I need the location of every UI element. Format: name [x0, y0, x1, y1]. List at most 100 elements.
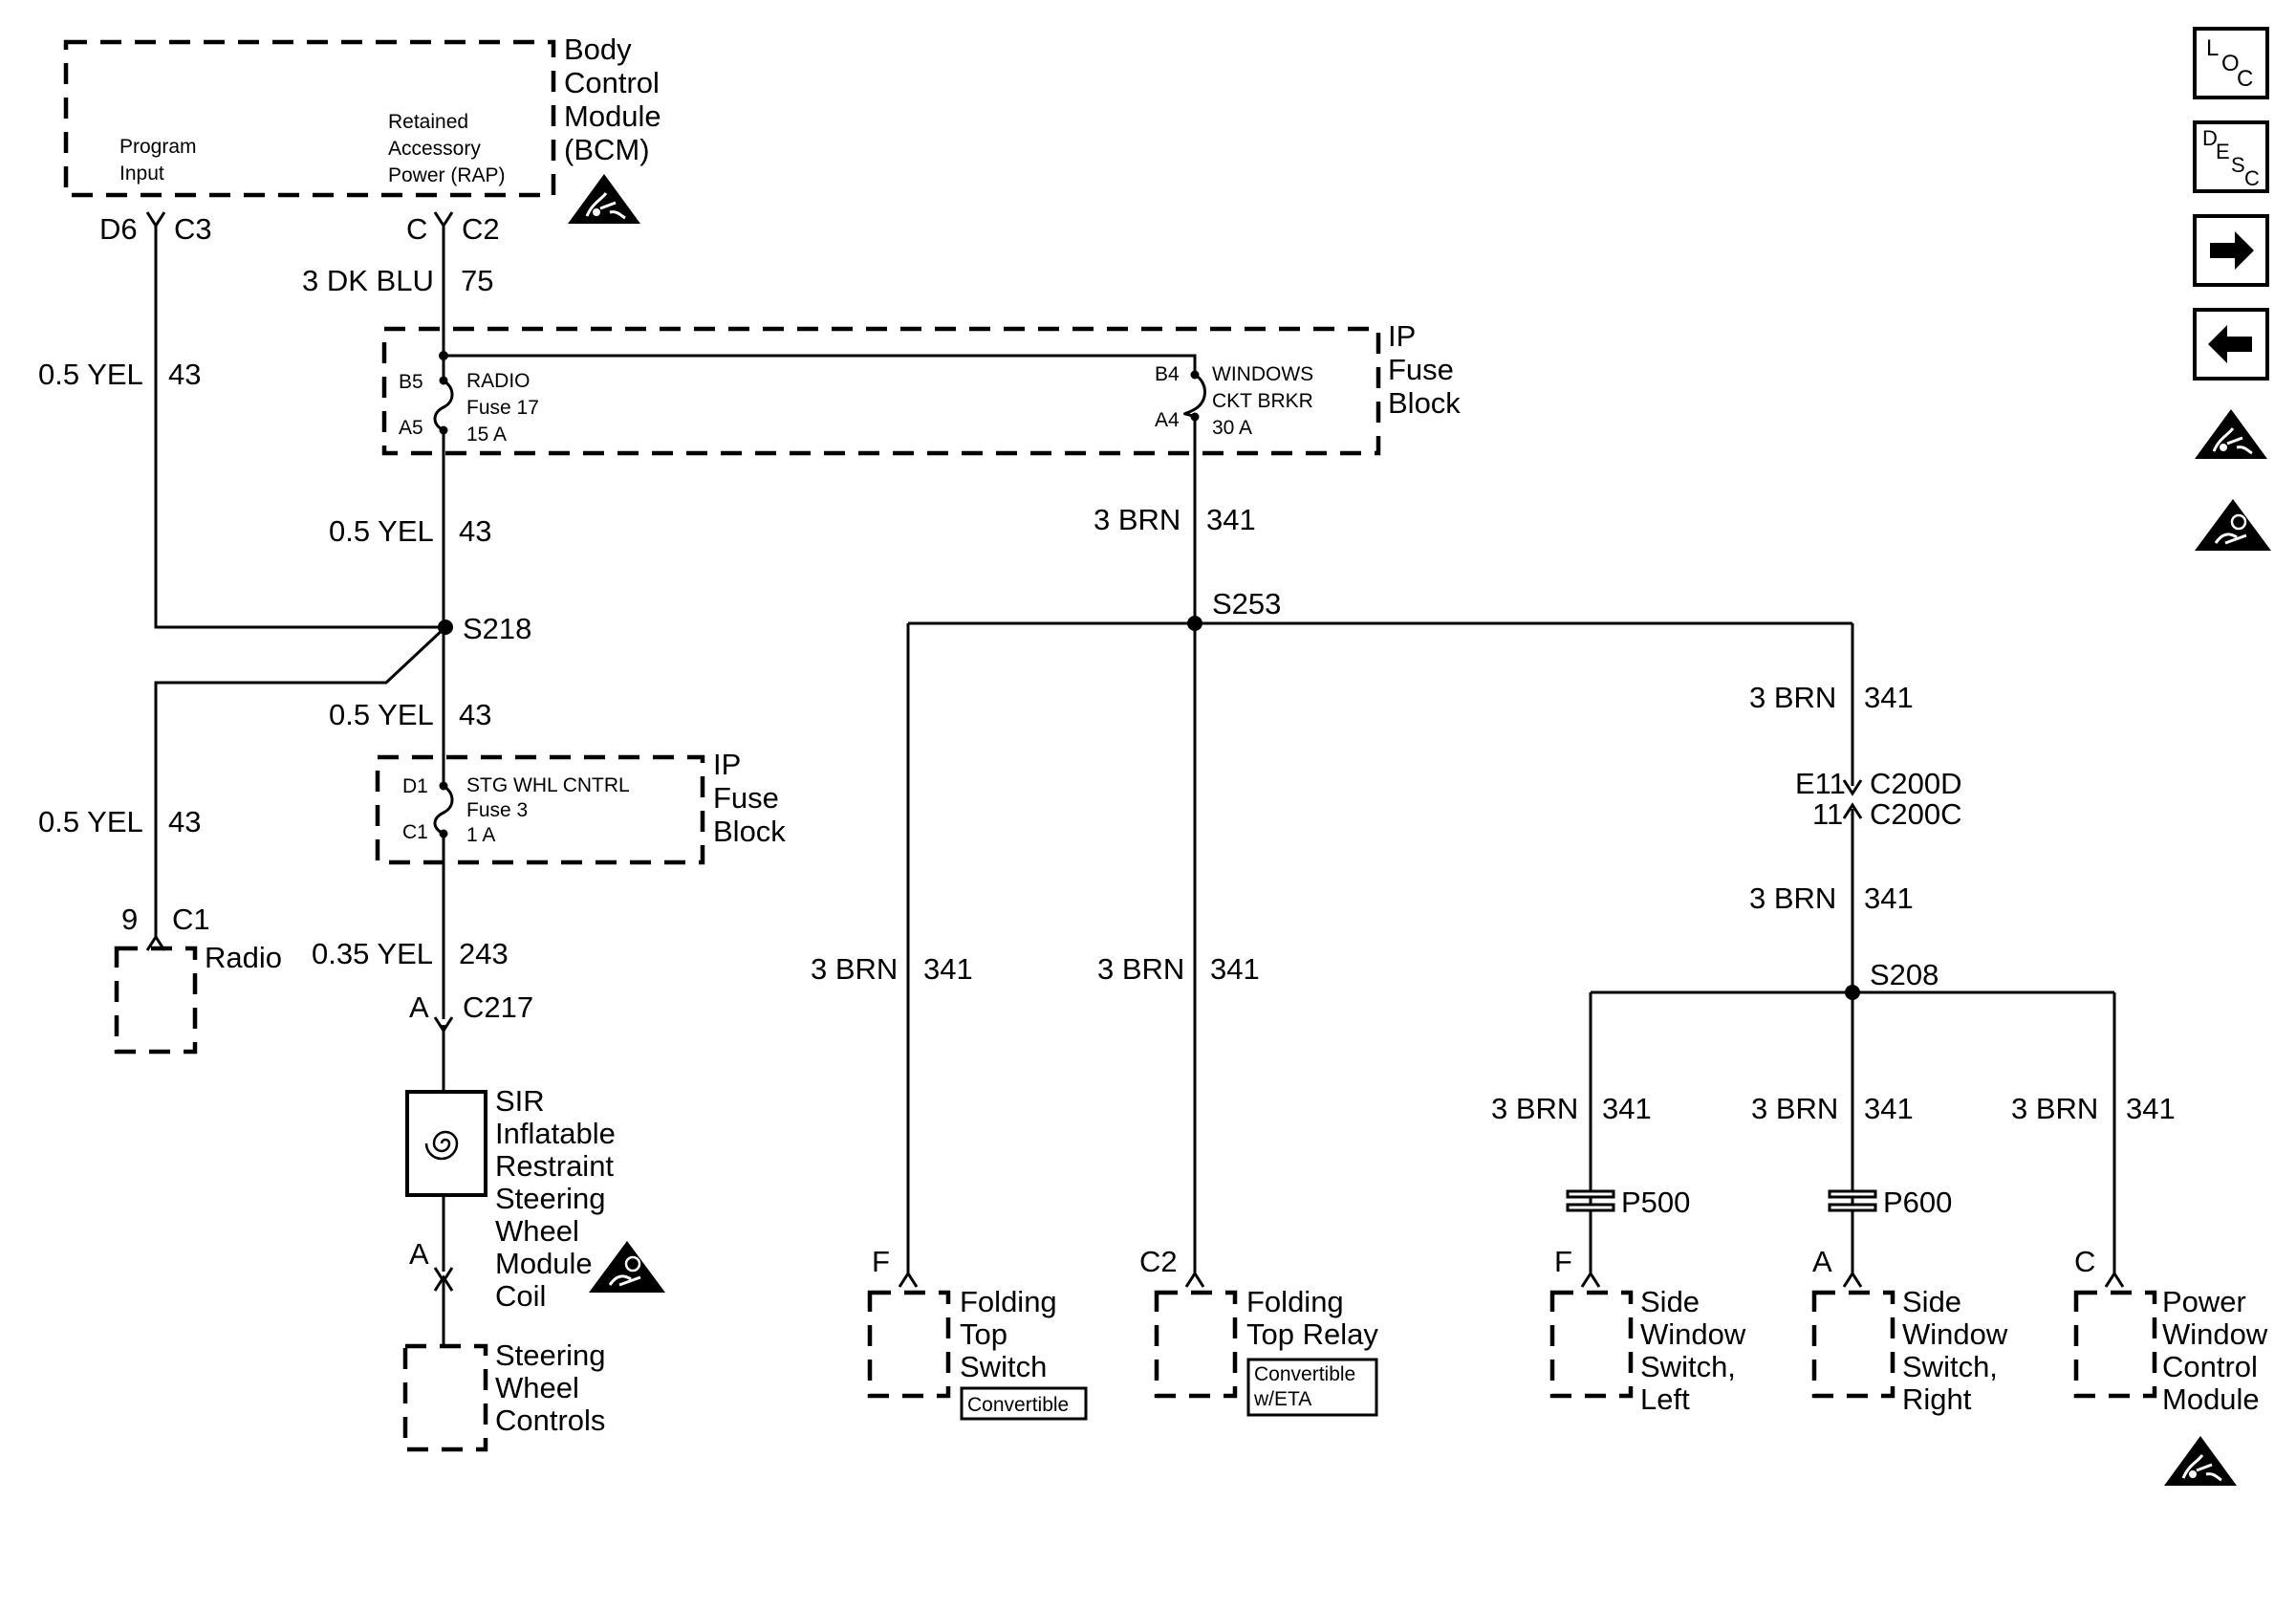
bcm-program-input-1: Program	[119, 136, 197, 158]
pwcm-outline	[2073, 1290, 2157, 1399]
power-window-control-module: 3 BRN 341 C Power Window Control Module	[2011, 1092, 2268, 1488]
fuse-block-2-label-1: IP	[713, 748, 741, 781]
p500-label: P500	[1621, 1186, 1690, 1219]
sir-name-1: SIR	[495, 1084, 545, 1118]
bcm-name-3: Module	[564, 99, 661, 133]
pin-a5: A5	[399, 417, 423, 439]
fts-option: Convertible	[967, 1394, 1069, 1416]
circuit-75: 75	[461, 264, 493, 297]
steering-name-1: Steering	[495, 1338, 605, 1372]
esd-warning-icon[interactable]	[2193, 407, 2269, 461]
side-window-switch-right: 3 BRN 341 P600 A Side Window Switch, Rig…	[1751, 1092, 2008, 1416]
pwcm-esd-warning-icon	[2162, 1434, 2239, 1488]
sir-warning-strip-icon[interactable]	[2193, 497, 2273, 553]
c200-conn-c: C200C	[1870, 797, 1962, 831]
bcm-module: Body Control Module (BCM) Program Input …	[63, 33, 661, 246]
c200-conn-d: C200D	[1870, 767, 1962, 800]
sir-coil-circuit: 0.35 YEL 243 A C217 A SIR Inflatable Res…	[312, 937, 667, 1452]
next-arrow-icon[interactable]	[2193, 214, 2269, 287]
ftr-pin: C2	[1139, 1245, 1178, 1278]
swr-outline	[1811, 1290, 1895, 1399]
bcm-rap-2: Accessory	[388, 138, 481, 160]
fuse-block-2-outline	[375, 754, 705, 865]
bcm-rap-3: Power (RAP)	[388, 164, 506, 186]
ftr-option-box	[1246, 1358, 1378, 1417]
circuit-341-ftr: 341	[1210, 952, 1260, 986]
fuse-block-1-outline	[381, 326, 1381, 456]
radio-fuse-2: Fuse 17	[466, 397, 539, 419]
prev-arrow-icon[interactable]	[2193, 308, 2269, 381]
sir-name-7: Coil	[495, 1279, 546, 1313]
desc-c2: C	[2244, 166, 2260, 190]
loc-c: C	[2237, 66, 2253, 92]
wire-color-s208: 3 BRN	[1749, 881, 1836, 915]
bcm-conn-c3: C3	[174, 212, 212, 246]
wire-color-pwcm: 3 BRN	[2011, 1092, 2098, 1125]
splice-s208: S208	[1870, 958, 1939, 991]
swl-name-1: Side	[1640, 1285, 1700, 1318]
fuse-block-2-label-3: Block	[713, 815, 786, 848]
swr-name-3: Switch,	[1902, 1350, 1998, 1383]
circuit-341-a4: 341	[1206, 503, 1256, 536]
radio-outline	[114, 946, 198, 1055]
radio-pin: 9	[121, 903, 138, 936]
stg-fuse-1: STG WHL CNTRL	[466, 774, 630, 796]
ip-fuse-block-2: IP Fuse Block D1 C1 STG WHL CNTRL Fuse 3…	[375, 748, 786, 865]
loc-icon[interactable]: L O C	[2193, 27, 2269, 99]
swr-name-4: Right	[1902, 1382, 1972, 1416]
circuit-341-swl: 341	[1602, 1092, 1652, 1125]
fts-name-2: Top	[960, 1317, 1007, 1351]
swl-name-3: Switch,	[1640, 1350, 1736, 1383]
program-input-circuit: 0.5 YEL 43 0.5 YEL 43	[38, 226, 447, 937]
bcm-name-4: (BCM)	[564, 133, 650, 166]
desc-icon[interactable]: D E S C	[2193, 120, 2269, 193]
sir-warning-icon	[587, 1239, 667, 1295]
circuit-341-swr: 341	[1864, 1092, 1914, 1125]
fts-connector	[898, 1272, 919, 1289]
steering-controls-outline	[402, 1343, 488, 1452]
sir-name-2: Inflatable	[495, 1117, 616, 1150]
coil-spiral-icon	[424, 1130, 459, 1161]
bcm-conn-c2: C2	[462, 212, 500, 246]
bcm-c-connector	[433, 210, 454, 228]
wire-color-a4: 3 BRN	[1094, 503, 1180, 536]
circuit-341-pwcm: 341	[2126, 1092, 2176, 1125]
bcm-name-1: Body	[564, 33, 632, 66]
pwcm-connector	[2104, 1272, 2125, 1289]
stg-fuse-3: 1 A	[466, 824, 495, 846]
swl-connector	[1580, 1272, 1601, 1289]
stg-fuse-2: Fuse 3	[466, 799, 528, 821]
pin-b5: B5	[399, 371, 423, 393]
c200-pin-e11: E11	[1795, 767, 1846, 800]
desc-s: S	[2231, 153, 2245, 177]
wire-color-radio: 0.5 YEL	[38, 805, 143, 838]
pwcm-name-2: Window	[2162, 1317, 2268, 1351]
bcm-pin-c: C	[406, 212, 427, 246]
ftr-outline	[1154, 1290, 1238, 1399]
radio: 9 C1 Radio	[114, 903, 282, 1055]
p600-label: P600	[1883, 1186, 1952, 1219]
swl-name-2: Window	[1640, 1317, 1746, 1351]
bcm-d6-connector	[145, 210, 166, 228]
steering-name-2: Wheel	[495, 1371, 579, 1404]
windows-brkr-1: WINDOWS	[1212, 363, 1313, 385]
radio-conn: C1	[172, 903, 210, 936]
circuit-341-fts: 341	[923, 952, 973, 986]
swl-outline	[1549, 1290, 1634, 1399]
pwcm-pin: C	[2074, 1245, 2095, 1278]
fts-name-3: Switch	[960, 1350, 1047, 1383]
bcm-name-2: Control	[564, 66, 660, 99]
pwcm-name-1: Power	[2162, 1285, 2246, 1318]
circuit-43-program: 43	[168, 358, 201, 391]
side-window-switch-left: 3 BRN 341 P500 F Side Window Switch, Lef…	[1491, 1092, 1746, 1416]
fuse-block-1-label-3: Block	[1388, 386, 1461, 420]
fts-option-box	[960, 1386, 1088, 1421]
windows-circuit: 3 BRN 341 S253	[906, 417, 1854, 1273]
wire-color-c200: 3 BRN	[1749, 681, 1836, 714]
folding-top-relay: 3 BRN 341 C2 Folding Top Relay Convertib…	[1097, 952, 1378, 1417]
swl-name-4: Left	[1640, 1382, 1690, 1416]
radio-column-labels: 0.5 YEL 43 S218 0.5 YEL 43	[329, 514, 531, 731]
pin-c1: C1	[402, 821, 428, 843]
right-branch: 3 BRN 341 E11 C200D 11 C200C 3 BRN 341 S…	[1589, 681, 2116, 1273]
wire-color-a5: 0.5 YEL	[329, 514, 434, 548]
